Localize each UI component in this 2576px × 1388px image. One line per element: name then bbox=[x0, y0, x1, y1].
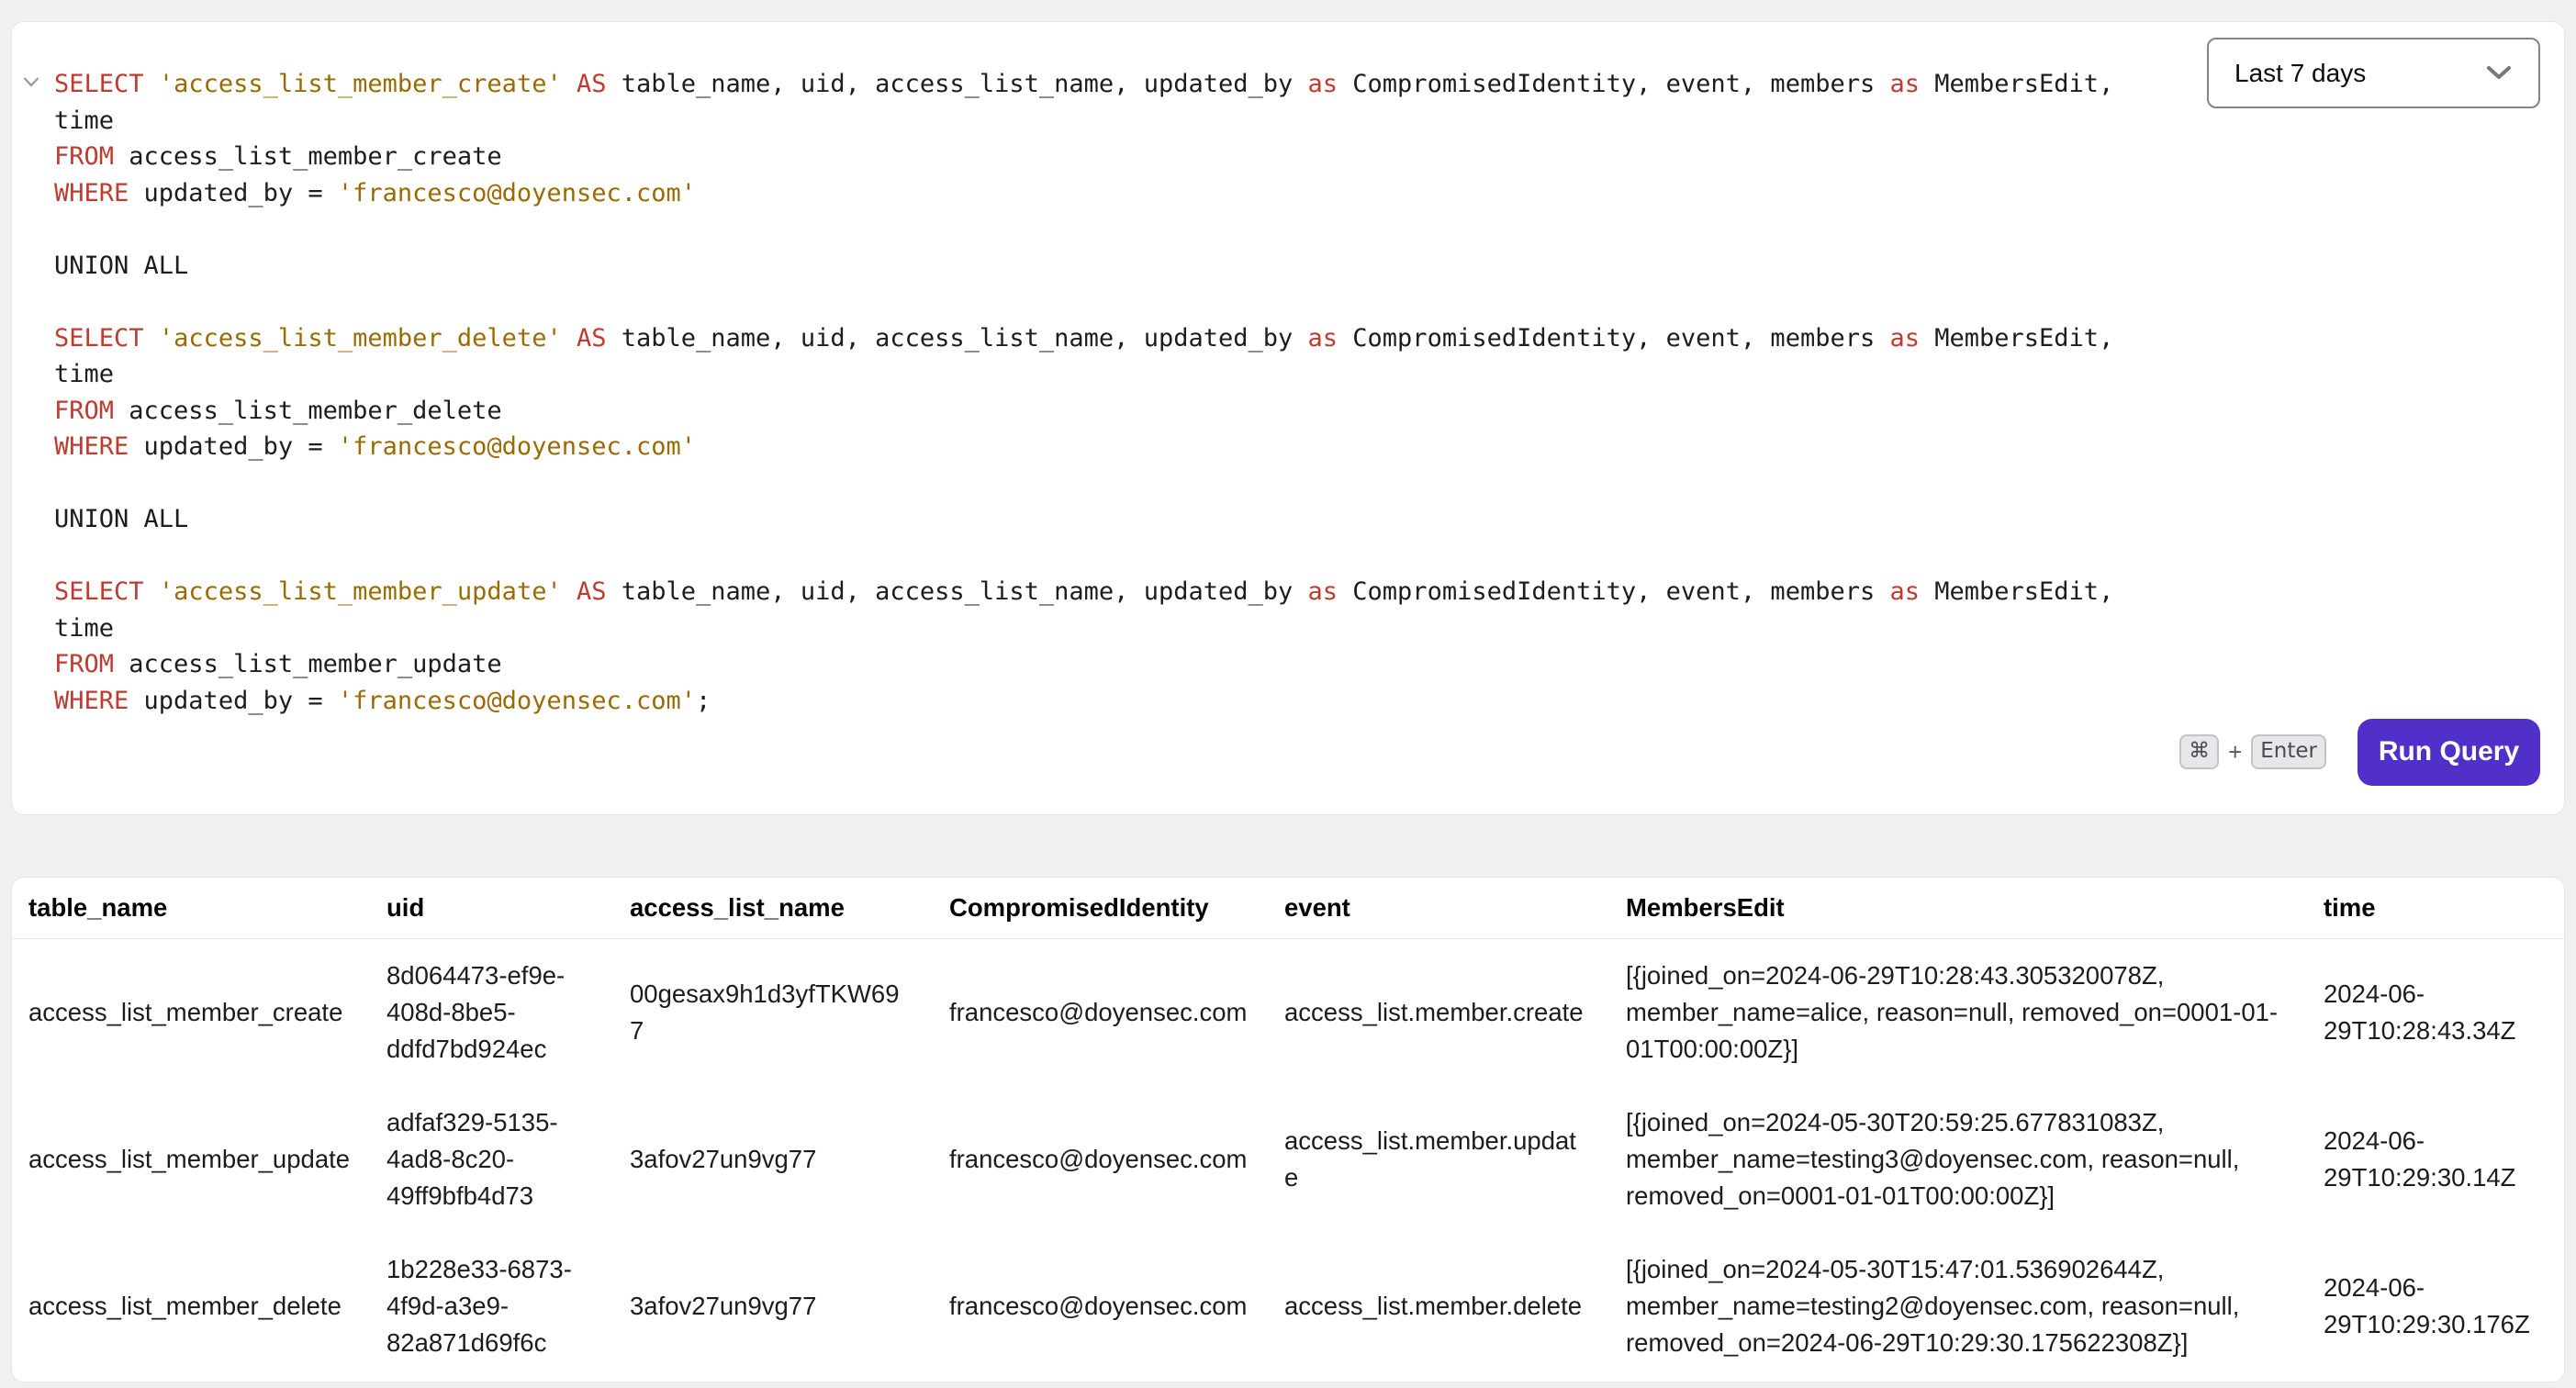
cell-event: access_list.member.update bbox=[1284, 1125, 1576, 1192]
column-header-compromisedidentity: CompromisedIdentity bbox=[949, 878, 1284, 939]
table-row: access_list_member_delete 1b228e33-6873-4… bbox=[12, 1233, 2564, 1380]
code-line: FROM access_list_member_update bbox=[54, 650, 502, 678]
cell-membersedit: [{joined_on=2024-05-30T15:47:01.53690264… bbox=[1626, 1254, 2240, 1357]
fold-gutter[interactable] bbox=[23, 75, 45, 94]
sql-editor-panel: SELECT 'access_list_member_create' AS ta… bbox=[11, 21, 2565, 815]
code-line: FROM access_list_member_create bbox=[54, 142, 502, 171]
code-line: WHERE updated_by = 'francesco@doyensec.c… bbox=[54, 178, 696, 207]
cell-membersedit: [{joined_on=2024-06-29T10:28:43.30532007… bbox=[1626, 960, 2279, 1063]
cell-access_list_name: 00gesax9h1d3yfTKW697 bbox=[630, 979, 900, 1045]
code-line: SELECT 'access_list_member_create' AS ta… bbox=[54, 70, 2114, 98]
cell-time: 2024-06-29T10:29:30.176Z bbox=[2324, 1272, 2530, 1338]
code-line: WHERE updated_by = 'francesco@doyensec.c… bbox=[54, 432, 696, 461]
run-query-button[interactable]: Run Query bbox=[2358, 718, 2540, 786]
code-line: UNION ALL bbox=[54, 251, 189, 280]
code-line bbox=[54, 538, 2197, 575]
column-header-uid: uid bbox=[386, 878, 630, 939]
column-header-event: event bbox=[1284, 878, 1626, 939]
cell-uid: 1b228e33-6873-4f9d-a3e9-82a871d69f6c bbox=[386, 1254, 572, 1357]
editor-footer: ⌘ + Enter Run Query bbox=[2179, 717, 2540, 787]
table-row: access_list_member_update adfaf329-5135-4… bbox=[12, 1086, 2564, 1233]
cell-event: access_list.member.delete bbox=[1284, 1291, 1583, 1320]
chevron-down-icon bbox=[23, 77, 39, 87]
chevron-down-icon bbox=[2487, 66, 2511, 79]
cell-compromisedidentity: francesco@doyensec.com bbox=[949, 1291, 1248, 1320]
cell-membersedit: [{joined_on=2024-05-30T20:59:25.67783108… bbox=[1626, 1107, 2240, 1210]
cell-table_name: access_list_member_delete bbox=[28, 1291, 342, 1320]
cell-uid: adfaf329-5135-4ad8-8c20-49ff9bfb4d73 bbox=[386, 1107, 558, 1210]
cell-compromisedidentity: francesco@doyensec.com bbox=[949, 997, 1248, 1026]
code-line: SELECT 'access_list_member_delete' AS ta… bbox=[54, 323, 2114, 353]
time-range-value: Last 7 days bbox=[2234, 58, 2367, 87]
cell-event: access_list.member.create bbox=[1284, 997, 1584, 1026]
cell-time: 2024-06-29T10:28:43.34Z bbox=[2324, 979, 2516, 1045]
enter-key-badge: Enter bbox=[2251, 734, 2326, 769]
cell-table_name: access_list_member_update bbox=[28, 1144, 351, 1173]
code-line bbox=[54, 284, 2197, 320]
code-line bbox=[54, 211, 2197, 248]
cell-access_list_name: 3afov27un9vg77 bbox=[630, 1144, 817, 1173]
code-line: UNION ALL bbox=[54, 505, 189, 533]
cell-access_list_name: 3afov27un9vg77 bbox=[630, 1291, 817, 1320]
column-header-table_name: table_name bbox=[12, 878, 386, 939]
cell-time: 2024-06-29T10:29:30.14Z bbox=[2324, 1125, 2516, 1192]
column-header-membersedit: MembersEdit bbox=[1626, 878, 2324, 939]
cell-table_name: access_list_member_create bbox=[28, 997, 343, 1026]
time-range-select[interactable]: Last 7 days bbox=[2207, 38, 2540, 108]
code-line: WHERE updated_by = 'francesco@doyensec.c… bbox=[54, 686, 711, 715]
code-line: time bbox=[54, 360, 115, 388]
column-header-access_list_name: access_list_name bbox=[630, 878, 949, 939]
column-header-time: time bbox=[2324, 878, 2564, 939]
table-row: access_list_member_create 8d064473-ef9e-4… bbox=[12, 938, 2564, 1086]
code-line: FROM access_list_member_delete bbox=[54, 396, 502, 425]
code-line bbox=[54, 465, 2197, 502]
shortcut-plus: + bbox=[2228, 737, 2243, 766]
code-line: time bbox=[54, 613, 115, 643]
sql-query-editor[interactable]: SELECT 'access_list_member_create' AS ta… bbox=[54, 66, 2197, 719]
code-line: SELECT 'access_list_member_update' AS ta… bbox=[54, 577, 2114, 606]
cell-uid: 8d064473-ef9e-408d-8be5-ddfd7bd924ec bbox=[386, 960, 566, 1063]
code-line: time bbox=[54, 106, 115, 135]
cell-compromisedidentity: francesco@doyensec.com bbox=[949, 1144, 1248, 1173]
cmd-key-badge: ⌘ bbox=[2179, 734, 2220, 769]
